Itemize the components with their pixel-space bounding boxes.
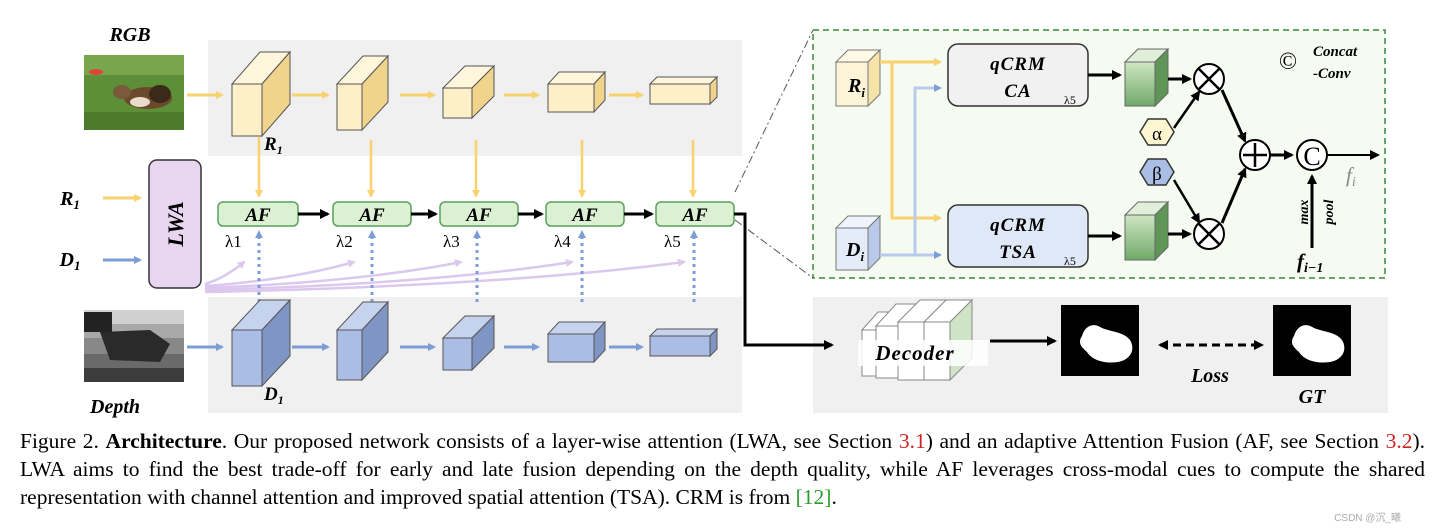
- lambda-2: λ2: [336, 232, 353, 251]
- zoom-line-top: [734, 29, 814, 193]
- depth-block-5: [648, 327, 719, 358]
- lwa-block: [148, 159, 202, 289]
- concat-legend-icon: ©: [1279, 49, 1297, 75]
- af-detail-routing: [880, 58, 942, 259]
- r1-input-label: R1: [59, 188, 80, 212]
- zoom-line-bottom: [734, 219, 814, 279]
- arrow-alpha-mul: [1172, 90, 1201, 129]
- add-icon: [1239, 139, 1271, 171]
- decoder-label: Decoder: [874, 341, 954, 365]
- tsa-feature-block: [1123, 200, 1170, 262]
- qcrm-ca-subtitle: CA: [1004, 81, 1031, 102]
- caption-text-2: ) and an adaptive Attention Fusion (AF, …: [925, 429, 1386, 453]
- architecture-diagram: RGB Depth R1 D1 LWA: [59, 24, 1388, 418]
- lambda-4: λ4: [554, 232, 571, 251]
- rgb-image: [84, 55, 184, 130]
- svg-text:α: α: [1152, 124, 1162, 145]
- decoder-stack: [858, 298, 988, 382]
- caption-text-1: . Our proposed network consists of a lay…: [221, 429, 899, 453]
- rgb-block-4: [546, 70, 607, 114]
- depth-block-4: [546, 320, 607, 364]
- gt-label: GT: [1299, 386, 1326, 408]
- figure-caption: Figure 2. Architecture. Our proposed net…: [20, 427, 1425, 511]
- concat-icon: C: [1296, 139, 1328, 171]
- multiply-top-icon: [1193, 63, 1225, 95]
- depth-image: [84, 310, 184, 382]
- caption-ref-3-1[interactable]: 3.1: [898, 429, 926, 453]
- arrow-beta-mul: [1172, 179, 1201, 224]
- svg-text:AF: AF: [681, 205, 708, 226]
- svg-text:AF: AF: [465, 205, 492, 226]
- multiply-bottom-icon: [1193, 218, 1225, 250]
- arrow-af-to-decoder: [734, 212, 834, 350]
- af-block-3: AF: [439, 201, 519, 227]
- lambda-3: λ3: [443, 232, 460, 251]
- qcrm-tsa-lambda: λ5: [1064, 254, 1076, 268]
- rgb-block-1: [230, 50, 292, 138]
- af-block-2: AF: [332, 201, 412, 227]
- qcrm-ca-lambda: λ5: [1064, 93, 1076, 107]
- svg-text:AF: AF: [244, 205, 271, 226]
- ri-label: Ri: [847, 75, 865, 100]
- qcrm-ca-title: qCRM: [990, 54, 1046, 75]
- caption-ref-3-2[interactable]: 3.2: [1385, 429, 1413, 453]
- pool-label: pool: [1322, 199, 1337, 225]
- depth-encoder-blocks: [230, 298, 719, 388]
- caption-ref-12[interactable]: [12]: [795, 485, 832, 509]
- af-block-4: AF: [545, 201, 625, 227]
- svg-text:β: β: [1152, 164, 1162, 185]
- fi-output-label: fi: [1346, 163, 1356, 190]
- depth-label: Depth: [89, 396, 140, 418]
- lwa-label: LWA: [163, 201, 188, 247]
- ri-block: [834, 48, 882, 108]
- lambda-1: λ1: [225, 232, 242, 251]
- loss-label: Loss: [1190, 365, 1229, 387]
- svg-text:AF: AF: [571, 205, 598, 226]
- caption-title: Architecture: [105, 429, 222, 453]
- lwa-lambda-arrows: [204, 258, 686, 294]
- d1-stage-label: D1: [263, 384, 284, 407]
- svg-text:C: C: [1303, 142, 1320, 171]
- d1-input-label: D1: [59, 249, 81, 273]
- rgb-to-af-arrows: [255, 137, 697, 198]
- depth-block-2: [335, 300, 390, 382]
- rgb-block-5: [648, 75, 719, 106]
- prediction-mask: [1061, 305, 1139, 376]
- caption-text-4: .: [831, 485, 837, 509]
- af-block-1: AF: [217, 201, 299, 227]
- alpha-hexagon: α: [1139, 118, 1175, 146]
- depth-block-3: [441, 314, 496, 372]
- beta-hexagon: β: [1139, 158, 1175, 186]
- ca-feature-block: [1123, 47, 1170, 108]
- lambda-5: λ5: [664, 232, 681, 251]
- rgb-label: RGB: [108, 24, 150, 46]
- watermark: CSDN @沉_曦: [1334, 513, 1401, 524]
- qcrm-tsa-subtitle: TSA: [999, 242, 1037, 263]
- fi-prev-label: fi−1: [1297, 249, 1323, 276]
- concat-legend-line2: -Conv: [1313, 66, 1351, 82]
- arrow-mul-top-add: [1220, 89, 1247, 143]
- svg-text:AF: AF: [358, 205, 385, 226]
- caption-text-3: ). LWA aims to find the best trade-off f…: [20, 429, 1425, 509]
- caption-fig-label: Figure 2.: [20, 429, 99, 453]
- r1-stage-label: R1: [263, 134, 283, 157]
- gt-mask: [1273, 305, 1351, 376]
- rgb-block-3: [441, 64, 496, 120]
- concat-legend-line1: Concat: [1313, 44, 1358, 60]
- depth-block-1: [230, 298, 292, 388]
- af-block-5: AF: [655, 201, 735, 227]
- arrow-mul-bottom-add: [1220, 167, 1247, 224]
- depth-to-af-arrows: [255, 230, 698, 302]
- max-label: max: [1297, 200, 1312, 225]
- di-block: [834, 214, 882, 272]
- rgb-block-2: [335, 54, 390, 132]
- af-blocks: AF AF AF AF AF: [217, 201, 735, 227]
- di-label: Di: [845, 239, 864, 264]
- qcrm-tsa-title: qCRM: [990, 215, 1046, 236]
- rgb-encoder-blocks: [230, 50, 719, 138]
